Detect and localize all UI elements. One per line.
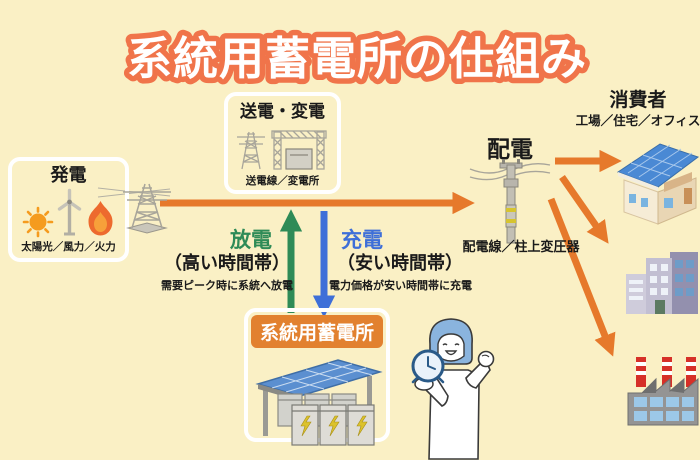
arrow-to-factory [547, 197, 616, 357]
transmission-title: 送電・変電 [240, 102, 325, 122]
transmission-tower-icon [237, 131, 265, 169]
consumers-title: 消費者 [609, 89, 667, 111]
battery-station-title: 系統用蓄電所 [251, 315, 383, 348]
woman-icon [411, 318, 495, 460]
distribution-title: 配電 [487, 137, 533, 163]
charge-timeband: （安い時間帯） [337, 253, 463, 274]
title-banner: 系統用蓄電所の仕組み [121, 27, 591, 91]
alarm-clock-icon [411, 349, 445, 384]
transmission-icons [228, 125, 337, 171]
battery-station-box: 系統用蓄電所 [244, 308, 390, 446]
factory-icon [627, 357, 699, 426]
transmission-tower-icon [123, 183, 171, 234]
flame-icon [88, 200, 112, 236]
charge-note: 電力価格が安い時間帯に充電 [329, 279, 472, 292]
generation-box: 発電 太陽光／風力／ [8, 157, 129, 262]
utility-pole-icon [469, 159, 551, 244]
wind-turbine-icon [57, 188, 81, 236]
generation-icons [12, 188, 125, 238]
consumers-subtitle: 工場／住宅／オフィス [575, 113, 700, 128]
discharge-label: 放電 [230, 228, 272, 252]
battery-storage-icon [255, 359, 383, 446]
substation-icon [271, 130, 327, 170]
charge-label: 充電 [341, 228, 383, 252]
discharge-timeband: （高い時間帯） [164, 253, 290, 274]
discharge-note: 需要ピーク時に系統へ放電 [161, 279, 293, 292]
arrow-to-office [559, 174, 609, 244]
generation-title: 発電 [50, 165, 87, 186]
distribution-caption: 配電線／柱上変圧器 [462, 240, 580, 255]
transmission-box: 送電・変電 [224, 92, 341, 194]
transmission-caption: 送電線／変電所 [245, 174, 320, 187]
page-title: 系統用蓄電所の仕組み [127, 32, 587, 85]
wire-line [97, 188, 171, 198]
office-building-icon [626, 252, 698, 314]
generation-caption: 太陽光／風力／火力 [21, 240, 116, 253]
sun-icon [22, 206, 53, 238]
house-icon [616, 143, 700, 225]
